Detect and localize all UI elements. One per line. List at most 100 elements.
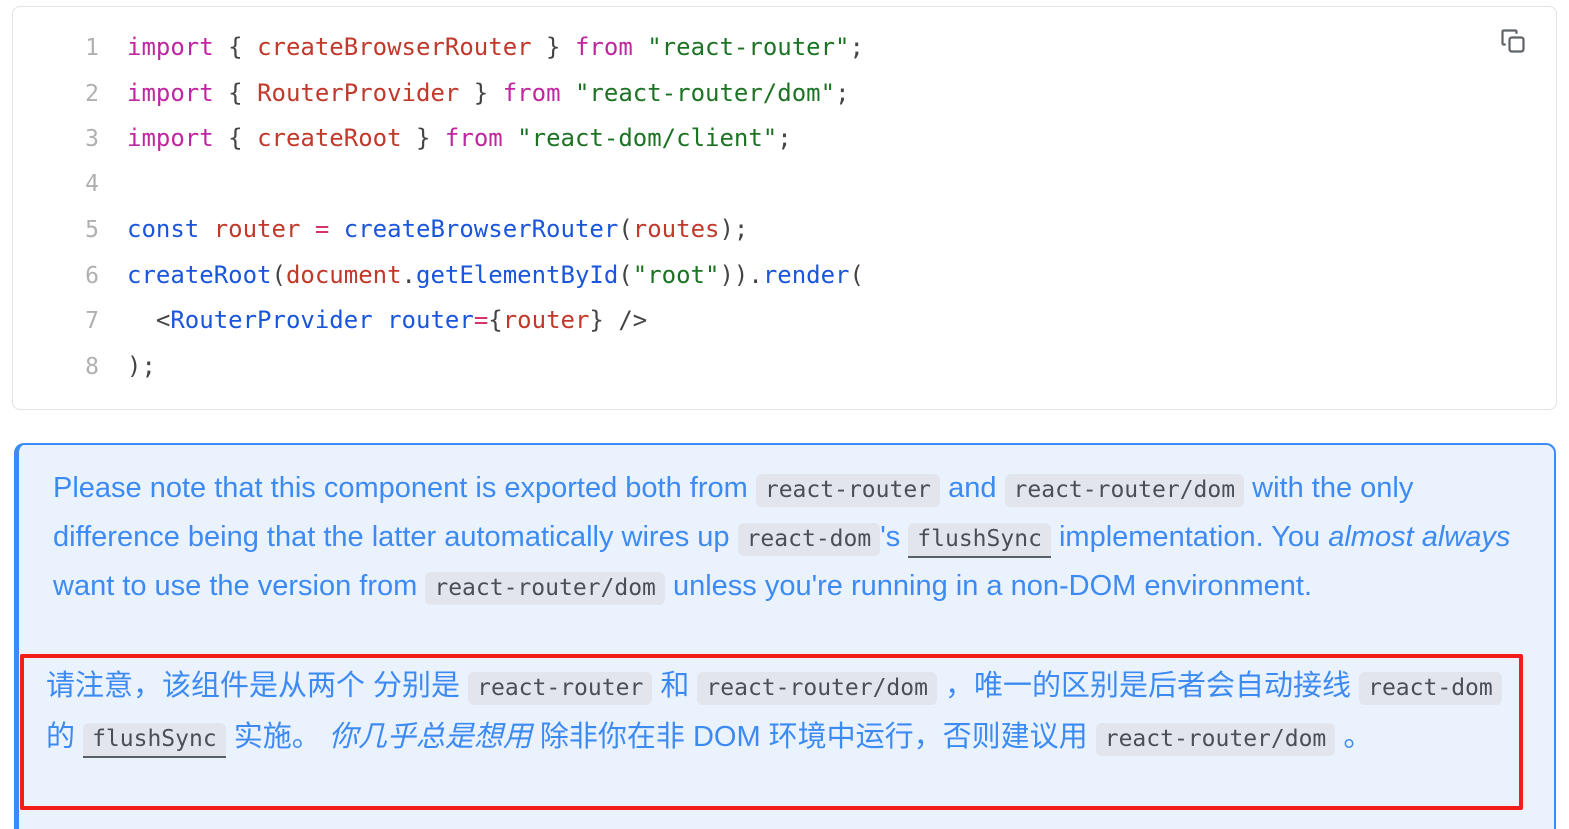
code-line: 7 <RouterProvider router={router} /> bbox=[13, 298, 1556, 344]
code-line-text: const router = createBrowserRouter(route… bbox=[99, 207, 748, 253]
inline-code-react-router-dom-zh: react-router/dom bbox=[697, 672, 937, 705]
code-token bbox=[329, 215, 343, 243]
copy-icon bbox=[1499, 27, 1527, 58]
translation-highlight-box: 请注意，该组件是从两个 分别是 react-router 和 react-rou… bbox=[20, 654, 1523, 810]
code-token: . bbox=[401, 260, 416, 289]
line-number: 7 bbox=[85, 308, 99, 334]
code-token: routes bbox=[632, 215, 720, 243]
code-token: RouterProvider bbox=[257, 78, 460, 107]
code-token: createBrowserRouter bbox=[343, 215, 619, 243]
code-token: ( bbox=[618, 260, 633, 289]
code-line-text: import { createBrowserRouter } from "rea… bbox=[99, 25, 864, 71]
note-text-segment-zh: 和 bbox=[652, 670, 698, 702]
code-token: } bbox=[531, 33, 575, 61]
code-token: . bbox=[748, 260, 763, 289]
code-token: )) bbox=[719, 260, 749, 289]
code-token: getElementById bbox=[416, 260, 619, 289]
code-token: ; bbox=[835, 78, 850, 107]
code-token: } bbox=[401, 124, 445, 152]
code-line: 4 bbox=[13, 162, 1556, 208]
line-number: 3 bbox=[85, 126, 99, 152]
code-token: ( bbox=[849, 260, 864, 289]
inline-code-link-flushsync[interactable]: flushSync bbox=[908, 523, 1051, 558]
code-token: { bbox=[228, 33, 258, 61]
note-text-segment-zh: ，唯一的区别是后者会自动接线 bbox=[936, 670, 1360, 702]
note-callout: Please note that this component is expor… bbox=[14, 443, 1556, 829]
code-token: } bbox=[589, 306, 604, 334]
note-text-segment: want to use the version from bbox=[53, 570, 426, 602]
code-token: { bbox=[228, 78, 258, 107]
line-number: 6 bbox=[85, 262, 99, 289]
code-token: RouterProvider bbox=[170, 306, 373, 334]
inline-code-react-router-dom-2: react-router/dom bbox=[425, 572, 665, 605]
code-token: < bbox=[127, 306, 171, 334]
code-token: { bbox=[488, 306, 503, 334]
code-token: ( bbox=[618, 215, 633, 243]
note-text-segment: Please note that this component is expor… bbox=[53, 472, 756, 504]
note-text-segment-zh: 请注意，该组件是从两个 分别是 bbox=[46, 670, 469, 702]
code-token: = bbox=[314, 215, 330, 243]
code-line-text: import { createRoot } from "react-dom/cl… bbox=[99, 116, 792, 162]
code-token: from bbox=[502, 78, 561, 107]
note-text-segment: 's bbox=[880, 521, 909, 553]
code-token bbox=[503, 124, 517, 152]
code-token: ); bbox=[127, 351, 156, 380]
code-token: from bbox=[444, 124, 503, 152]
note-text-segment: with the only difference being that the … bbox=[53, 472, 1414, 553]
emphasis-almost-always: almost always bbox=[1328, 521, 1511, 553]
inline-code-react-router-dom-2-zh: react-router/dom bbox=[1095, 723, 1336, 756]
note-english-paragraph: Please note that this component is expor… bbox=[19, 445, 1554, 612]
code-token: createRoot bbox=[257, 124, 402, 152]
line-number: 8 bbox=[85, 353, 99, 380]
code-token: "root" bbox=[632, 260, 720, 289]
code-line: 8); bbox=[13, 344, 1556, 390]
line-number: 1 bbox=[85, 35, 99, 61]
code-token: = bbox=[473, 306, 489, 334]
note-text-segment-zh: 实施。 bbox=[225, 721, 329, 753]
inline-code-react-router: react-router bbox=[755, 474, 941, 507]
code-token bbox=[300, 215, 314, 243]
inline-code-react-router-zh: react-router bbox=[468, 672, 653, 705]
code-token: document bbox=[285, 260, 402, 289]
note-text-segment-zh: 除非你在非 DOM 环境中运行，否则建议用 bbox=[531, 721, 1096, 753]
inline-code-react-router-dom: react-router/dom bbox=[1004, 474, 1245, 507]
code-token: render bbox=[762, 260, 850, 289]
code-line-text: import { RouterProvider } from "react-ro… bbox=[99, 71, 850, 117]
line-number: 2 bbox=[85, 80, 99, 107]
code-token: import bbox=[127, 33, 229, 61]
inline-code-link-flushsync-zh[interactable]: flushSync bbox=[83, 723, 226, 758]
code-token: ); bbox=[719, 215, 749, 243]
code-token: } bbox=[459, 78, 503, 107]
code-token: router bbox=[213, 215, 301, 243]
inline-code-react-dom: react-dom bbox=[737, 523, 881, 556]
code-token: ; bbox=[777, 124, 792, 152]
note-text-segment-zh: 。 bbox=[1335, 721, 1373, 753]
note-text-segment: unless you're running in a non-DOM envir… bbox=[664, 570, 1312, 602]
emphasis-almost-always-zh: 你几乎总是想用 bbox=[328, 721, 532, 753]
code-token: import bbox=[127, 78, 229, 107]
code-token: import bbox=[127, 124, 229, 152]
code-token: /> bbox=[603, 306, 648, 334]
code-token bbox=[561, 79, 575, 107]
code-token: ( bbox=[271, 260, 286, 289]
code-token: "react-dom/client" bbox=[517, 124, 778, 152]
code-token: "react-router" bbox=[647, 33, 850, 61]
code-line-text: createRoot(document.getElementById("root… bbox=[99, 253, 864, 299]
code-token: { bbox=[228, 124, 258, 152]
code-token: router bbox=[502, 306, 590, 334]
note-text-segment-zh: 的 bbox=[46, 721, 84, 753]
code-token: "react-router/dom" bbox=[574, 78, 836, 107]
code-token: from bbox=[574, 33, 633, 61]
code-line-text: ); bbox=[99, 344, 156, 390]
code-token: ; bbox=[849, 33, 864, 61]
line-number: 5 bbox=[85, 217, 99, 243]
copy-code-button[interactable] bbox=[1492, 21, 1534, 63]
code-token bbox=[633, 33, 647, 61]
code-token bbox=[199, 215, 213, 243]
